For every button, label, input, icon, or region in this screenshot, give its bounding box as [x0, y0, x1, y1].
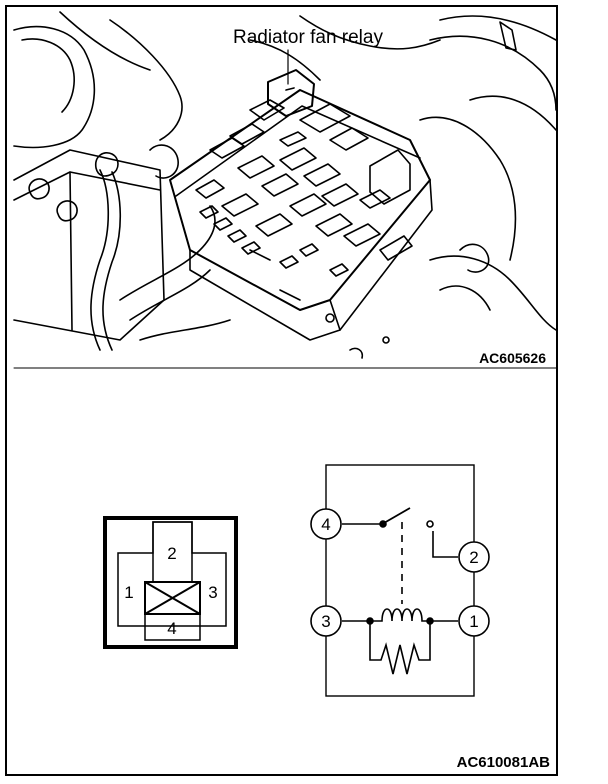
relay-connector-diagram: 1 2 3 4: [103, 516, 238, 649]
coil-cross-mark: [144, 581, 201, 615]
connector-housing: [117, 521, 227, 627]
switch-blade: [383, 507, 411, 524]
terminal-3-label: 3: [321, 612, 330, 631]
terminal-4-circle: [310, 508, 342, 540]
terminal-1-label: 1: [469, 612, 478, 631]
relay-terminals: 4 2 3 1: [310, 508, 490, 637]
engine-bay-illustration: [13, 11, 557, 369]
radiator-fan-relay-callout: Radiator fan relay: [233, 27, 383, 48]
terminal-2-label: 2: [469, 548, 478, 567]
footer-figure-code: AC610081AB: [457, 754, 551, 771]
terminal-4-label: 4: [321, 515, 330, 534]
suppression-resistor: [369, 621, 431, 675]
relay-schematic: [325, 464, 475, 697]
switch-contact-right: [426, 520, 434, 528]
terminal-1-circle: [458, 605, 490, 637]
terminal-3-circle: [310, 605, 342, 637]
terminal-2-circle: [458, 541, 490, 573]
switch-output-wire: [432, 531, 458, 558]
connector-pin-1: 1: [124, 583, 133, 602]
photo-figure-code: AC605626: [479, 350, 546, 366]
outer-frame: [5, 5, 558, 776]
connector-outline: [103, 516, 238, 649]
connector-pin-2: 2: [167, 544, 176, 563]
pin-4-cavity: [144, 613, 201, 641]
connector-pin-3: 3: [208, 583, 217, 602]
relay-coil: [370, 608, 430, 622]
relay-body-outline: [325, 464, 475, 697]
connector-pin-4: 4: [167, 619, 176, 638]
